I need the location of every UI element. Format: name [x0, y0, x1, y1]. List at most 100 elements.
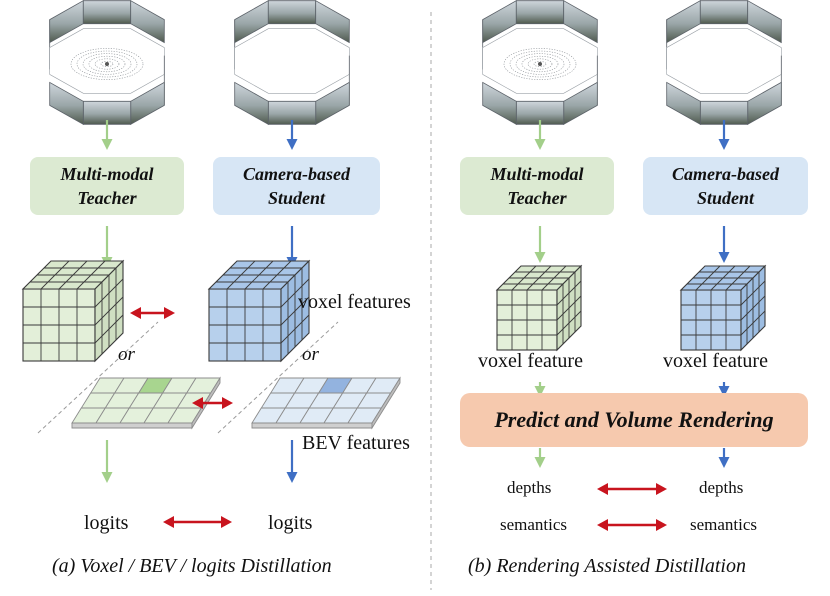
lidar-ring	[70, 48, 144, 80]
student-depths-label: depths	[699, 478, 744, 497]
bev-edge	[71, 422, 193, 429]
camera-view-panel	[130, 0, 165, 44]
student-label-line1: Camera-based	[672, 164, 779, 184]
lidar-ring	[503, 48, 577, 80]
camera-view-panel	[747, 0, 782, 44]
arrow-head	[534, 139, 546, 150]
arrow-head-left	[597, 519, 608, 531]
teacher-semantics-label: semantics	[500, 515, 568, 534]
student-logits-label: logits	[268, 512, 313, 534]
teacher-depths-label: depths	[507, 478, 552, 497]
student-panorama-b	[666, 0, 782, 125]
panorama-floor	[234, 28, 350, 94]
grid-line	[76, 260, 106, 290]
lidar-ring	[533, 61, 547, 67]
camera-view-panel	[315, 0, 350, 44]
lidar-ring	[521, 55, 559, 73]
teacher-render-arrow-b	[534, 382, 546, 397]
grid-line	[262, 260, 292, 290]
arrow-head-left	[192, 397, 203, 409]
teacher-bev-grid-a	[71, 376, 221, 430]
student-voxel-cube-b	[679, 264, 767, 352]
arrow-head-right	[656, 519, 667, 531]
bev-edge	[251, 422, 373, 429]
teacher-logits-arrow-a	[101, 440, 113, 483]
arrow-head-right	[221, 516, 232, 528]
arrow-head-left	[597, 483, 608, 495]
voxel-features-label: voxel features	[298, 291, 411, 313]
camera-view-panel	[563, 0, 598, 44]
grid-line	[280, 296, 310, 326]
grid-line	[556, 295, 582, 321]
student-label-line2: Student	[696, 188, 755, 208]
lidar-center	[538, 62, 542, 66]
lidar-ring	[515, 53, 565, 75]
arrow-head	[718, 139, 730, 150]
student-bev-grid-a	[251, 376, 401, 430]
lidar-ring	[100, 61, 114, 67]
panorama-floor	[482, 28, 598, 94]
separator-line-student	[217, 321, 339, 434]
or-label-student: or	[302, 344, 319, 365]
student-box-a: Camera-based Student	[213, 157, 380, 215]
grid-line	[94, 296, 124, 326]
render-box: Predict and Volume Rendering	[460, 393, 808, 447]
student-input-arrow-a	[286, 120, 298, 150]
logits-distill-arrow	[163, 516, 232, 528]
lidar-ring	[527, 58, 553, 70]
teacher-label-line2: Teacher	[77, 188, 137, 208]
student-label-line2: Student	[267, 188, 326, 208]
arrow-head	[534, 457, 546, 468]
camera-view-panel	[699, 0, 749, 25]
arrow-head	[534, 386, 546, 397]
camera-view-panel	[267, 0, 317, 25]
or-label-teacher: or	[118, 344, 135, 365]
depths-distill-arrow	[597, 483, 667, 495]
teacher-panorama-a	[49, 0, 165, 125]
bev-distill-arrow	[192, 397, 233, 409]
semantics-distill-arrow	[597, 519, 667, 531]
teacher-feature-arrow-b	[534, 226, 546, 263]
arrow-head	[718, 386, 730, 397]
grid-line	[740, 310, 766, 336]
student-label-line1: Camera-based	[243, 164, 350, 184]
lidar-ring	[76, 50, 138, 78]
grid-line	[725, 265, 751, 291]
student-panorama-a	[234, 0, 350, 125]
arrow-head-left	[163, 516, 174, 528]
lidar-ring	[94, 58, 120, 70]
teacher-input-arrow-b	[534, 120, 546, 150]
teacher-input-arrow-a	[101, 120, 113, 150]
separator-line-teacher	[37, 321, 159, 434]
student-input-arrow-b	[718, 120, 730, 150]
student-semantics-label: semantics	[690, 515, 758, 534]
arrow-head	[286, 139, 298, 150]
caption-a: (a) Voxel / BEV / logits Distillation	[52, 555, 332, 577]
camera-view-panel	[515, 0, 565, 25]
camera-view-panel	[666, 81, 701, 125]
grid-line	[541, 265, 567, 291]
arrow-head-right	[656, 483, 667, 495]
teacher-logits-label: logits	[84, 512, 129, 534]
teacher-label-line2: Teacher	[507, 188, 567, 208]
teacher-box-a: Multi-modal Teacher	[30, 157, 184, 215]
camera-view-panel	[482, 81, 517, 125]
student-voxel-cube-a	[207, 259, 311, 363]
student-render-arrow-b	[718, 382, 730, 397]
grid-line	[94, 314, 124, 344]
teacher-voxel-cube-b	[495, 264, 583, 352]
teacher-box-b: Multi-modal Teacher	[460, 157, 614, 215]
panorama-floor	[666, 28, 782, 94]
student-logits-arrow-a	[286, 440, 298, 483]
student-feature-arrow-b	[718, 226, 730, 263]
arrow-head-right	[222, 397, 233, 409]
lidar-ring	[88, 55, 126, 73]
camera-view-panel	[82, 0, 132, 25]
student-output-arrow-b	[718, 448, 730, 468]
arrow-head-right	[164, 307, 175, 319]
arrow-head	[101, 139, 113, 150]
teacher-voxel-cube-a	[21, 259, 125, 363]
student-voxel-feature-label: voxel feature	[663, 350, 768, 372]
